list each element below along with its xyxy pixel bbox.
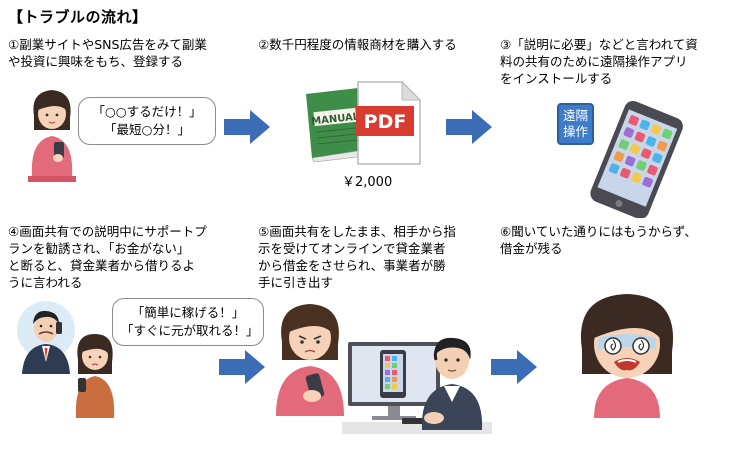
page-title: 【トラブルの流れ】 <box>8 8 148 26</box>
arrow-right-icon <box>219 350 265 384</box>
arrow-right-icon <box>224 110 270 144</box>
worried-woman-illustration <box>75 334 115 418</box>
arrow-right-icon <box>446 110 492 144</box>
step-3-text: ③「説明に必要」などと言われて資 料の共有のために遠隔操作アプリ をインストール… <box>500 37 698 86</box>
speech-bubble-1: 「○○するだけ！」 「最短○分！」 <box>78 97 216 145</box>
remote-control-badge: 遠隔 操作 <box>557 103 595 145</box>
woman-phone-illustration <box>28 90 76 182</box>
manual-label: MANUAL <box>311 111 360 127</box>
step-1-text: ①副業サイトやSNS広告をみて副業 や投資に興味をもち、登録する <box>8 37 207 69</box>
pdf-label: PDF <box>364 111 407 133</box>
smartphone-icon <box>590 100 683 218</box>
step-5-text: ⑤画面共有をしたまま、相手から指 示を受けてオンラインで貸金業者 から借金をさせ… <box>258 224 456 290</box>
man-phone-illustration <box>17 301 75 374</box>
manual-book-icon: MANUAL <box>306 88 367 162</box>
speech-bubble-4: 「簡単に稼げる！」 「すぐに元が取れる！」 <box>112 298 264 346</box>
price-label: ￥2,000 <box>342 175 393 190</box>
step-4-text: ④画面共有での説明中にサポートプ ランを勧誘され、「お金がない」 と断ると、貸金… <box>8 224 207 290</box>
woman-frowning-phone-illustration <box>276 304 344 416</box>
pdf-document-icon: PDF <box>356 80 422 165</box>
shocked-woman-illustration <box>580 294 674 418</box>
arrow-right-icon <box>491 350 537 384</box>
step-6-text: ⑥聞いていた通りにはもうからず、 借金が残る <box>500 224 697 256</box>
step-2-text: ②数千円程度の情報商材を購入する <box>258 37 457 52</box>
man-at-computer-illustration <box>421 337 483 430</box>
